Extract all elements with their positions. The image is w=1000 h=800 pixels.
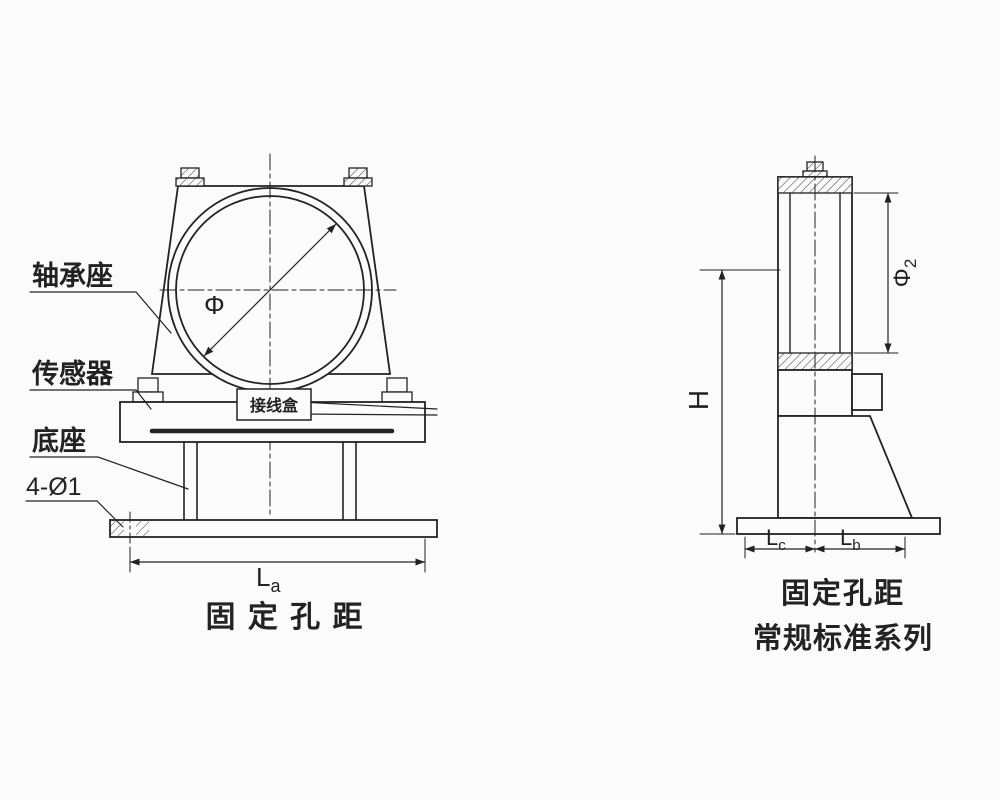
side-flange: [736, 517, 941, 535]
bearing-housing: [150, 185, 392, 375]
side-bore-walls: [789, 192, 841, 354]
junction-box: [236, 388, 312, 421]
junction-box-label: 接线盒: [250, 396, 299, 415]
housing-bolt-right-icon: [343, 167, 373, 187]
side-view: Φ2 H Lc Lb 固定孔距 常规标准系列: [683, 155, 941, 655]
leader-bearing-seat: [29, 291, 172, 334]
dim-la: [129, 538, 426, 573]
side-junction-box: [851, 373, 883, 411]
plate-bolt-left-icon: [132, 377, 164, 403]
dim-h: [699, 269, 781, 535]
cable-lines: [299, 401, 438, 416]
leader-sensor: [29, 389, 152, 410]
dim-lc-label: Lc: [766, 525, 786, 554]
dim-lc-lb: [744, 536, 906, 559]
dim-la-label: La: [256, 562, 281, 596]
flange-hatch-right: [136, 521, 149, 536]
base-flange: [109, 519, 438, 538]
base-walls: [183, 441, 357, 521]
front-caption: 固 定 孔 距: [205, 600, 364, 634]
side-caption-series: 常规标准系列: [753, 622, 933, 655]
callout-leaders: [25, 291, 189, 528]
side-base: [777, 415, 914, 519]
housing-bolt-left-icon: [175, 167, 205, 187]
dim-phi2: [853, 192, 899, 354]
dim-lb-label: Lb: [840, 525, 861, 554]
bore-diameter-symbol: Φ: [204, 290, 225, 320]
plate-bolt-right-icon: [381, 377, 413, 403]
dim-phi2-label: Φ2: [889, 259, 920, 288]
bore-diameter-line: [203, 223, 337, 357]
side-caption-hole-distance: 固定孔距: [781, 576, 905, 610]
flange-hatch-left: [111, 521, 124, 536]
callout-bearing-seat: 轴承座: [32, 260, 113, 291]
front-view: Φ 接线盒: [25, 153, 438, 634]
callout-holes: 4-Ø1: [26, 473, 82, 501]
callout-base: 底座: [32, 425, 86, 456]
leader-base: [29, 456, 189, 490]
dim-h-label: H: [683, 390, 714, 410]
leader-holes: [25, 500, 124, 528]
callout-sensor: 传感器: [31, 358, 114, 389]
